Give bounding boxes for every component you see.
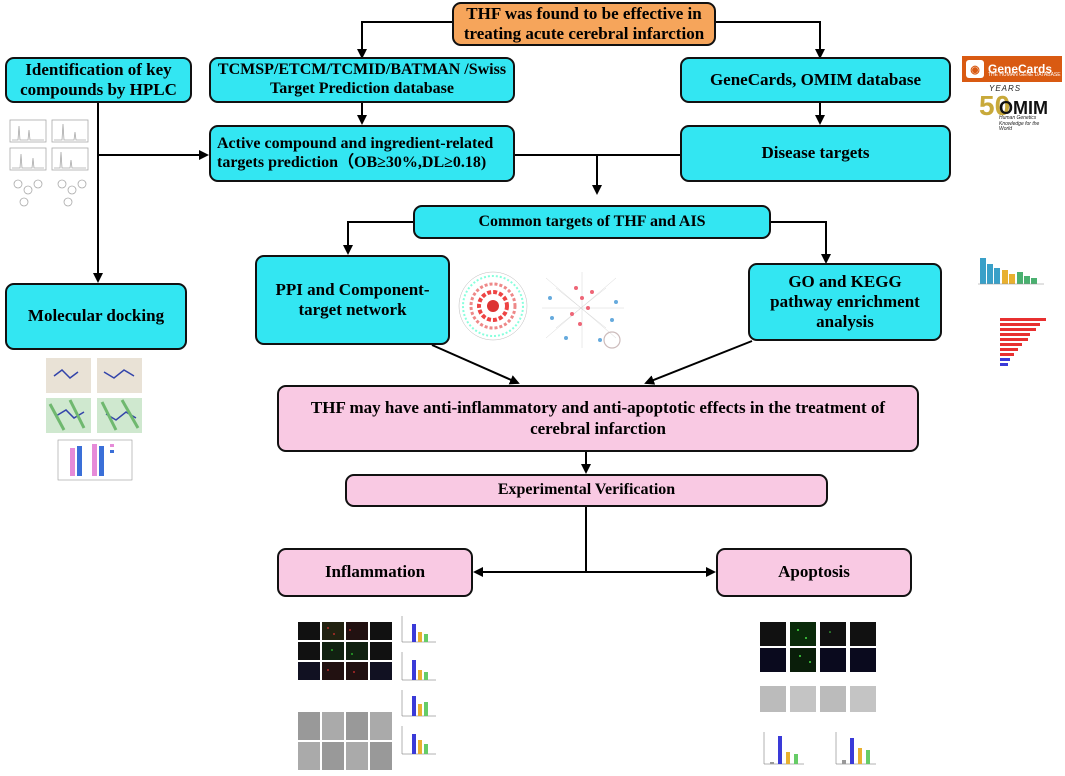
inflammation-box: Inflammation [277, 548, 473, 597]
molecular-docking-box: Molecular docking [5, 283, 187, 350]
molecular-docking-text: Molecular docking [27, 306, 165, 326]
hplc-box: Identification of key compounds by HPLC [5, 57, 192, 103]
experimental-box: Experimental Verification [345, 474, 828, 507]
apoptosis-text: Apoptosis [778, 562, 850, 582]
apoptosis-box: Apoptosis [716, 548, 912, 597]
go-kegg-text: GO and KEGG pathway enrichment analysis [770, 271, 920, 332]
experimental-text: Experimental Verification [497, 481, 676, 499]
thf-effective-box: THF was found to be effective in treatin… [452, 2, 716, 46]
ppi-text: PPI and Component-target network [275, 279, 430, 319]
active-compound-text: Active compound and ingredient-related t… [217, 134, 494, 171]
hplc-chromatogram-thumbnail [4, 116, 94, 212]
ppi-network-thumbnail [458, 271, 528, 341]
arrow-top-to-databases [357, 21, 452, 59]
arrow-common-to-ppi [343, 221, 413, 255]
disease-targets-box: Disease targets [680, 125, 951, 182]
arrow-common-to-go [771, 221, 831, 264]
apoptosis-results-thumbnail [760, 622, 876, 765]
arrow-ppi-to-conclusion [431, 344, 520, 385]
common-targets-text: Common targets of THF and AIS [478, 212, 706, 230]
active-compound-box: Active compound and ingredient-related t… [209, 125, 515, 182]
disease-targets-text: Disease targets [761, 143, 870, 163]
conclusion-box: THF may have anti-inflammatory and anti-… [277, 385, 919, 452]
ppi-box: PPI and Component-target network [255, 255, 450, 345]
genecards-logo: ◉ GeneCards THE HUMAN GENE DATABASE [962, 56, 1062, 82]
databases-box: TCMSP/ETCM/TCMID/BATMAN /Swiss Target Pr… [209, 57, 515, 103]
go-kegg-charts-thumbnail [978, 258, 1046, 366]
common-targets-box: Common targets of THF and AIS [413, 205, 771, 239]
genecards-omim-text: GeneCards, OMIM database [709, 69, 922, 89]
conclusion-text: THF may have anti-inflammatory and anti-… [310, 398, 886, 438]
inflammation-text: Inflammation [324, 562, 426, 582]
inflammation-results-thumbnail [298, 616, 436, 770]
docking-thumbnail [46, 358, 142, 481]
genecards-omim-box: GeneCards, OMIM database [680, 57, 951, 103]
databases-text: TCMSP/ETCM/TCMID/BATMAN /Swiss Target Pr… [217, 61, 507, 97]
go-kegg-box: GO and KEGG pathway enrichment analysis [748, 263, 942, 341]
omim-logo: YEARS 50 OMIM Human Genetics Knowledge f… [979, 84, 1048, 132]
arrow-go-to-conclusion [644, 340, 753, 385]
component-target-network-thumbnail [542, 272, 624, 349]
genecards-mark-icon: ◉ [966, 60, 984, 78]
thf-effective-text: THF was found to be effective in treatin… [463, 3, 705, 43]
arrow-top-to-genecards [716, 21, 825, 59]
hplc-text: Identification of key compounds by HPLC [20, 59, 177, 99]
